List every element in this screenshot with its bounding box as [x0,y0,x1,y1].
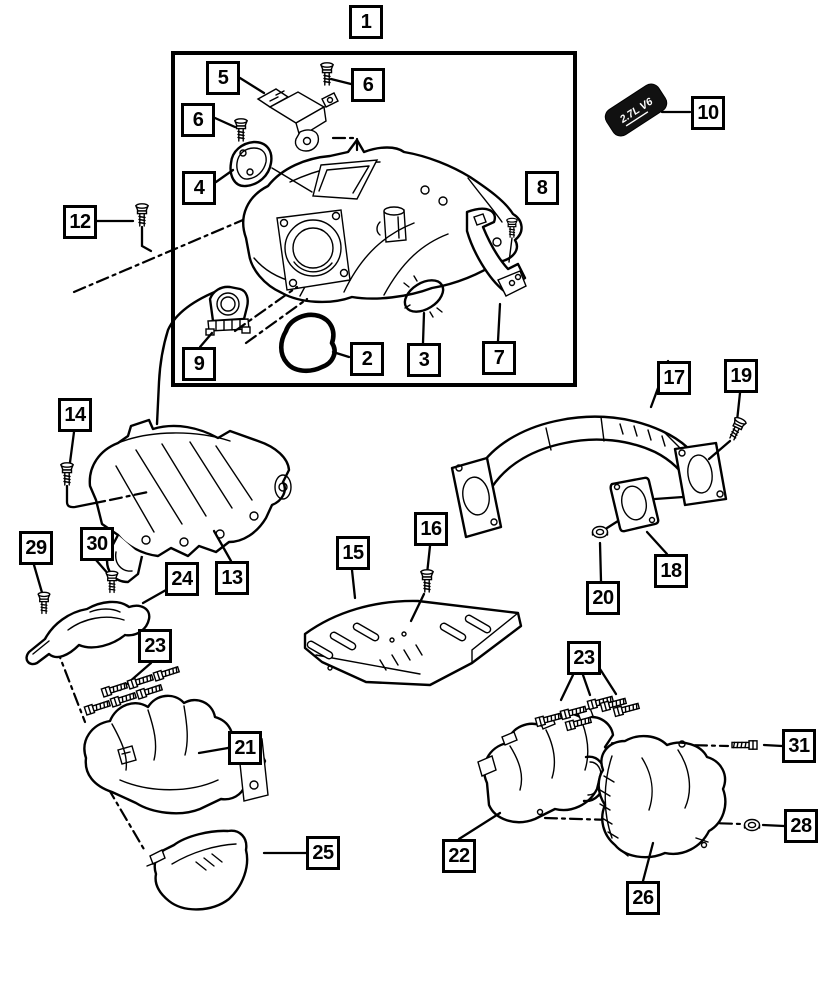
callout-12[interactable]: 12 [63,205,97,239]
part-crossover-tube [450,415,728,539]
callout-2[interactable]: 2 [350,342,384,376]
callout-26[interactable]: 26 [626,881,660,915]
part-support-bracket [465,207,527,297]
bolt-icon [152,664,181,682]
bolt-icon [731,740,758,750]
callout-3[interactable]: 3 [407,343,441,377]
screw-icon [37,591,51,615]
part-exhaust-manifold-right [477,707,615,824]
callout-29[interactable]: 29 [19,531,53,565]
screw-icon [725,415,748,443]
callout-22[interactable]: 22 [442,839,476,873]
callout-17[interactable]: 17 [657,361,691,395]
part-center-heat-shield [303,599,523,687]
part-lower-intake-manifold [88,418,292,584]
engine-badge: 2.7L V6 [604,83,668,137]
callout-15[interactable]: 15 [336,536,370,570]
callout-13[interactable]: 13 [215,561,249,595]
part-cover-plate [229,140,273,188]
nut-icon [591,525,609,539]
part-heat-shield-right [597,734,727,859]
callout-6-upper[interactable]: 6 [351,68,385,102]
part-map-sensor [256,88,339,152]
screw-icon [135,203,149,227]
callout-21[interactable]: 21 [228,731,262,765]
part-o-ring-seal [403,275,445,318]
callout-23-right[interactable]: 23 [567,641,601,675]
callout-23-left[interactable]: 23 [138,629,172,663]
alignment-lines-front [108,136,359,502]
bolt-icon [126,672,155,690]
callout-8[interactable]: 8 [525,171,559,205]
part-throttle-support-bracket [205,285,251,336]
bolt-icon [83,698,112,716]
screw-icon [234,118,248,142]
callout-4[interactable]: 4 [182,171,216,205]
part-upper-intake-plenum [242,138,523,304]
callout-14[interactable]: 14 [58,398,92,432]
screw-icon [105,570,119,594]
callout-7[interactable]: 7 [482,341,516,375]
callout-6-lower[interactable]: 6 [181,103,215,137]
callout-24[interactable]: 24 [165,562,199,596]
part-throttle-body-gasket [278,312,337,374]
part-exhaust-heat-shield-upper [25,600,151,666]
callout-5[interactable]: 5 [206,61,240,95]
callout-30[interactable]: 30 [80,527,114,561]
assembly-border-box [171,51,577,387]
callout-16[interactable]: 16 [414,512,448,546]
part-crossover-gasket [609,476,660,533]
callout-19[interactable]: 19 [724,359,758,393]
screw-icon [420,569,434,593]
callout-9[interactable]: 9 [182,347,216,381]
nut-icon [743,818,761,832]
callout-20[interactable]: 20 [586,581,620,615]
screw-icon [320,62,334,86]
bolt-icon [100,680,129,698]
part-exhaust-heat-shield-lower [146,829,249,911]
callout-1[interactable]: 1 [349,5,383,39]
callout-28[interactable]: 28 [784,809,818,843]
callout-25[interactable]: 25 [306,836,340,870]
screw-icon [60,462,74,486]
callout-31[interactable]: 31 [782,729,816,763]
callout-10[interactable]: 10 [691,96,725,130]
callout-18[interactable]: 18 [654,554,688,588]
